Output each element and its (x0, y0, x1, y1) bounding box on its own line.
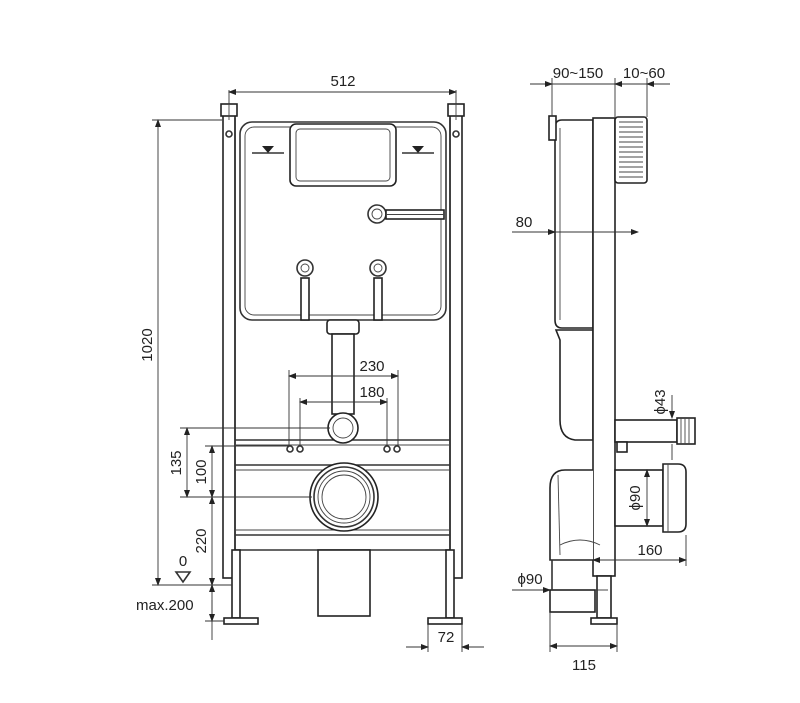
dimension-label: 160 (637, 542, 662, 559)
floor-zero-label: 0 (179, 553, 187, 570)
floor-level-marker: 0 (170, 553, 212, 586)
dimension-label: 512 (330, 73, 355, 90)
dimension-180: 180 (299, 384, 388, 446)
side-view: 90~150 10~60 80 ϕ43 ϕ90 160 (512, 65, 696, 674)
water-level-mark-right (402, 146, 434, 154)
dimension-max-200: max.200 (136, 584, 224, 640)
dimension-90-150: 90~150 (530, 65, 616, 117)
dimension-10-60: 10~60 (614, 65, 670, 117)
dimension-72: 72 (406, 624, 484, 652)
dimension-label: 115 (572, 657, 596, 674)
dimension-label: 230 (359, 358, 384, 375)
dimension-80: 80 (512, 214, 639, 235)
dimension-phi90-bottom: ϕ90 (512, 571, 608, 593)
dimension-220: 220 (193, 496, 232, 586)
drain-pipe (317, 549, 371, 617)
flush-outlet (327, 412, 359, 444)
dimension-label: ϕ90 (517, 571, 542, 588)
side-frame-post (592, 117, 616, 577)
flush-pipe (326, 319, 360, 415)
dimension-label: 180 (359, 384, 384, 401)
dimension-phi90-side: ϕ90 (627, 469, 650, 527)
side-cistern (554, 119, 594, 441)
dimension-label: 100 (193, 459, 210, 484)
mounting-hole (393, 445, 401, 453)
mounting-hole (296, 445, 304, 453)
mounting-bolt-right (369, 259, 387, 321)
mounting-bolt-left (296, 259, 314, 321)
front-view: 512 1020 230 180 135 (136, 73, 484, 652)
dimension-100: 100 (180, 445, 312, 498)
mounting-hole (383, 445, 391, 453)
dimension-phi43: ϕ43 (652, 389, 675, 460)
dimension-115: 115 (549, 612, 618, 674)
dimension-label: ϕ90 (627, 485, 644, 510)
dimension-label: max.200 (136, 597, 194, 614)
drain-outlet (309, 462, 379, 532)
mounting-hole (286, 445, 294, 453)
flush-actuator (614, 116, 648, 184)
dimension-label: 72 (438, 629, 455, 646)
flush-pipe-side (614, 417, 696, 453)
dimension-label: 90~150 (553, 65, 603, 82)
dimension-label: 135 (168, 450, 185, 475)
drain-elbow-side (549, 463, 687, 613)
dimension-label: 10~60 (623, 65, 665, 82)
flush-plate-opening (289, 123, 397, 187)
dimension-512: 512 (228, 73, 457, 104)
side-bracket (548, 115, 557, 141)
dimension-label: 1020 (139, 328, 156, 361)
dimension-135: 135 (168, 427, 330, 498)
dimension-1020: 1020 (139, 119, 222, 586)
water-level-mark-left (252, 146, 284, 154)
leg-right (427, 549, 463, 625)
dimension-label: 220 (193, 528, 210, 553)
dimension-230: 230 (288, 358, 399, 446)
dimension-label: ϕ43 (652, 389, 669, 414)
dimension-160: 160 (592, 535, 687, 566)
inlet-valve (367, 204, 445, 224)
dimension-label: 80 (516, 214, 533, 231)
